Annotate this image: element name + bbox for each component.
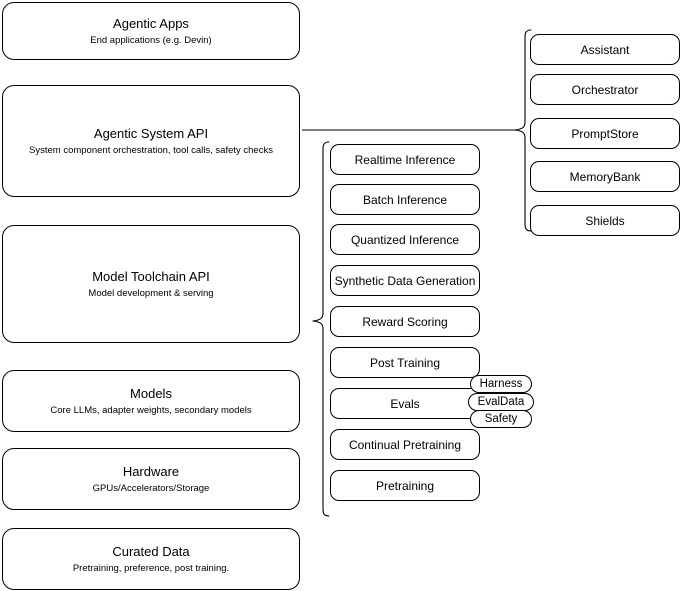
layer-box-model-toolchain-api[interactable]: Model Toolchain API Model development & … [2,225,300,343]
layer-subtitle: End applications (e.g. Devin) [90,34,212,46]
capability-box-realtime-inference[interactable]: Realtime Inference [330,144,480,175]
component-box-assistant[interactable]: Assistant [530,34,680,65]
layer-title: Curated Data [112,543,190,559]
capability-box-evals[interactable]: Evals [330,388,480,419]
layer-box-agentic-apps[interactable]: Agentic Apps End applications (e.g. Devi… [2,2,300,60]
connector-agentic-system-to-components [300,120,525,140]
layer-title: Model Toolchain API [92,268,210,284]
layer-box-agentic-system-api[interactable]: Agentic System API System component orch… [2,85,300,197]
layer-subtitle: Pretraining, preference, post training. [72,562,230,574]
capability-box-batch-inference[interactable]: Batch Inference [330,184,480,215]
component-box-memorybank[interactable]: MemoryBank [530,161,680,192]
component-box-shields[interactable]: Shields [530,205,680,236]
layer-box-hardware[interactable]: Hardware GPUs/Accelerators/Storage [2,448,300,510]
capability-box-pretraining[interactable]: Pretraining [330,470,480,501]
layer-box-models[interactable]: Models Core LLMs, adapter weights, secon… [2,370,300,432]
layer-subtitle: Model development & serving [88,287,214,299]
component-box-promptstore[interactable]: PromptStore [530,118,680,149]
layer-title: Hardware [122,463,180,479]
brace-model-toolchain-capabilities [310,140,332,518]
evals-subcomponent-safety[interactable]: Safety [470,410,532,428]
layer-title: Agentic Apps [113,15,189,31]
capability-box-continual-pretraining[interactable]: Continual Pretraining [330,429,480,460]
capability-box-reward-scoring[interactable]: Reward Scoring [330,306,480,337]
component-box-orchestrator[interactable]: Orchestrator [530,74,680,105]
evals-subcomponent-harness[interactable]: Harness [470,375,532,393]
evals-subcomponent-evaldata[interactable]: EvalData [468,393,534,411]
layer-box-curated-data[interactable]: Curated Data Pretraining, preference, po… [2,528,300,590]
layer-title: Agentic System API [93,125,209,141]
capability-box-synthetic-data-generation[interactable]: Synthetic Data Generation [330,265,480,296]
layer-subtitle: GPUs/Accelerators/Storage [92,482,210,494]
capability-box-post-training[interactable]: Post Training [330,347,480,378]
layer-subtitle: System component orchestration, tool cal… [29,144,273,156]
capability-box-quantized-inference[interactable]: Quantized Inference [330,224,480,255]
layer-title: Models [130,385,172,401]
layer-subtitle: Core LLMs, adapter weights, secondary mo… [50,404,252,416]
